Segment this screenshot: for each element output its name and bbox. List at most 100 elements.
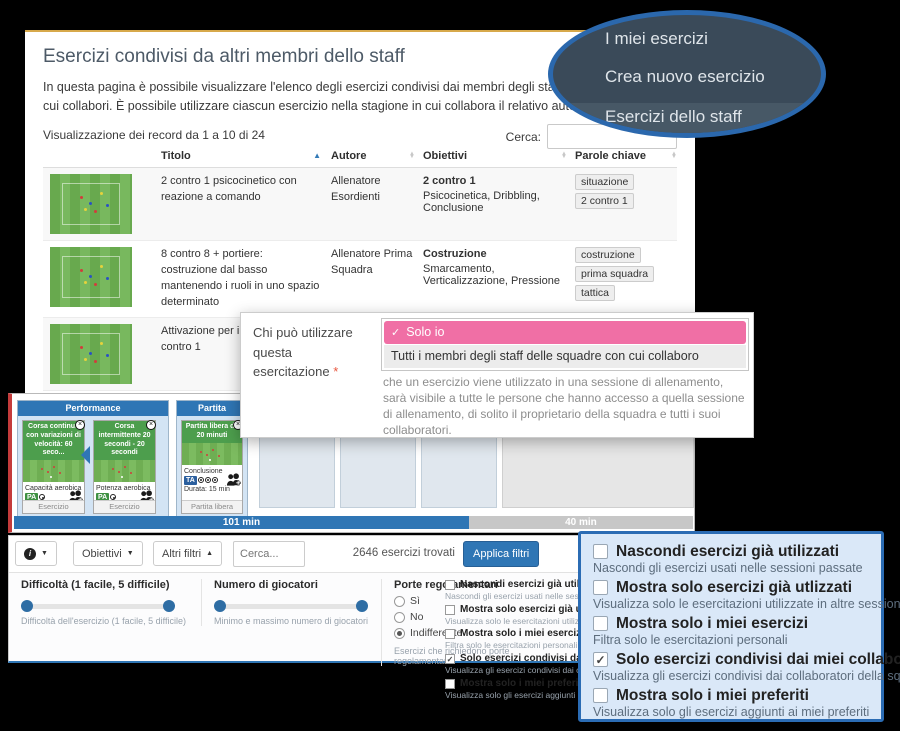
exercise-card[interactable]: Corsa intermittente 20 secondi - 20 seco…	[93, 420, 156, 514]
sort-both-icon[interactable]: ▲▼	[561, 150, 567, 160]
checkbox-icon[interactable]: ✓	[445, 653, 455, 664]
objectives-filter-button[interactable]: Obiettivi ▼	[73, 541, 143, 566]
select-option-tutti[interactable]: Tutti i membri degli staff delle squadre…	[384, 345, 746, 368]
checkbox-icon[interactable]	[445, 580, 455, 590]
menu-item-i-miei-esercizi[interactable]: I miei esercizi	[605, 29, 708, 48]
menu-item-crea-nuovo-esercizio[interactable]: Crea nuovo esercizio	[605, 67, 765, 86]
keyword-tag: prima squadra	[575, 266, 655, 282]
sort-both-icon[interactable]: ▲▼	[671, 150, 677, 160]
radio-icon[interactable]	[394, 627, 405, 639]
table-header-row: Titolo ▲ Autore ▲▼ Obiettivi ▲▼ Parole c…	[43, 150, 677, 168]
exercise-visibility-filters: Nascondi esercizi già utilizzati Nascond…	[437, 579, 687, 702]
column-header-obiettivi[interactable]: Obiettivi ▲▼	[423, 150, 567, 162]
objective-primary: 2 contro 1	[423, 175, 476, 187]
filter-checkbox-item[interactable]: Mostra solo i miei preferiti Visualizza …	[593, 687, 870, 720]
apply-filters-button[interactable]: Applica filtri	[463, 541, 540, 567]
filter-checkbox-item[interactable]: Mostra solo i miei preferiti Visualizza …	[445, 677, 633, 700]
exercise-thumbnail	[50, 174, 132, 234]
exercise-card[interactable]: Partita libera da 20 minuti × Conclusion…	[181, 420, 243, 514]
check-icon: ✓	[391, 327, 401, 339]
radio-icon[interactable]	[394, 611, 405, 623]
group-title: Performance	[18, 401, 168, 416]
checkbox-icon[interactable]	[593, 688, 608, 704]
filter-checkbox-item[interactable]: Mostra solo esercizi già utlizzati Visua…	[593, 579, 900, 612]
filter-checkbox-item[interactable]: Nascondi esercizi già utilizzati Nascond…	[593, 543, 863, 576]
difficulty-slider[interactable]	[21, 600, 175, 612]
table-row[interactable]: 2 contro 1 psicocinetico con reazione a …	[43, 168, 677, 241]
share-permission-label: Chi può utilizzare questa esercitazione …	[253, 325, 353, 379]
keyword-tag: costruzione	[575, 247, 641, 263]
free-minutes-segment: 40 min	[565, 517, 597, 528]
players-slider[interactable]	[214, 600, 368, 612]
exercise-author: Allenatore Esordienti	[331, 175, 381, 203]
intensity-badge: PA	[25, 493, 39, 503]
other-filters-button[interactable]: Altri filtri ▲	[153, 541, 223, 566]
intensity-badge: PA	[96, 493, 110, 503]
chevron-up-icon: ▲	[206, 550, 214, 557]
field-image	[182, 442, 242, 465]
checkbox-icon[interactable]	[593, 580, 608, 596]
checkbox-icon[interactable]	[445, 678, 455, 689]
radio-icon[interactable]	[394, 595, 405, 607]
exercise-thumbnail	[50, 323, 132, 384]
checkbox-icon[interactable]	[593, 544, 608, 560]
checkbox-icon[interactable]	[445, 604, 455, 615]
slider-handle-max[interactable]	[356, 600, 368, 612]
checkbox-icon[interactable]	[445, 629, 455, 640]
field-image	[94, 460, 155, 482]
filter-search-input[interactable]	[233, 541, 305, 567]
exercise-group-partita: Partita Partita libera da 20 minuti × Co…	[176, 400, 248, 518]
slider-handle-min[interactable]	[214, 600, 226, 612]
card-title: Corsa continua con variazioni di velocit…	[23, 421, 84, 460]
chevron-down-icon: ▼	[126, 550, 134, 557]
group-title: Partita	[177, 401, 247, 416]
radio-option-no[interactable]: No	[394, 611, 531, 623]
exercise-author: Allenatore Prima Squadra	[331, 248, 413, 276]
intensity-badge: TA	[184, 475, 197, 485]
close-icon[interactable]: ×	[75, 420, 85, 430]
filters-zoom-popover: Nascondi esercizi già utilizzati Nascond…	[578, 531, 900, 722]
results-count: 2646 esercizi trovati	[352, 547, 455, 559]
filter-checkbox-item[interactable]: Nascondi esercizi già utilizzati Nascond…	[445, 579, 629, 601]
card-title: Corsa intermittente 20 secondi - 20 seco…	[94, 421, 155, 460]
objective-secondary: Smarcamento, Verticalizzazione, Pression…	[423, 262, 560, 287]
filter-checkbox-item[interactable]: ✓Solo esercizi condivisi dai miei collab…	[593, 651, 900, 684]
session-duration-bar: 101 min 40 min	[14, 516, 693, 529]
soccer-ball-icon	[110, 494, 117, 501]
card-objective: Conclusione	[184, 467, 223, 475]
soccer-ball-icon	[197, 476, 204, 483]
exercises-context-menu: I miei esercizi Crea nuovo esercizio Ese…	[548, 10, 826, 138]
search-label: Cerca:	[505, 129, 541, 144]
card-type-label: Esercizio	[23, 500, 84, 513]
swap-left-arrow-icon[interactable]	[81, 446, 90, 464]
keyword-tag: tattica	[575, 285, 616, 301]
keyword-tag: 2 contro 1	[575, 193, 634, 209]
table-row[interactable]: 8 contro 8 + portiere: costruzione dal b…	[43, 241, 677, 318]
info-icon: i	[24, 547, 36, 560]
slider-handle-max[interactable]	[163, 600, 175, 612]
exercise-card[interactable]: Corsa continua con variazioni di velocit…	[22, 420, 85, 514]
filter-checkbox-item[interactable]: Mostra solo i miei esercizi Filtra solo …	[593, 615, 809, 648]
filter-checkbox-item[interactable]: Mostra solo i miei esercizi Filtra solo …	[445, 628, 584, 651]
card-objective: Capacità aerobica	[25, 485, 82, 492]
sort-both-icon[interactable]: ▲▼	[409, 150, 415, 160]
column-header-autore[interactable]: Autore ▲▼	[331, 150, 415, 162]
column-header-titolo[interactable]: Titolo ▲	[161, 150, 321, 162]
filter-checkbox-item[interactable]: Mostra solo esercizi già utlizzati Visua…	[445, 603, 657, 626]
radio-option-si[interactable]: Sì	[394, 595, 531, 607]
card-duration: Durata: 15 min	[184, 485, 230, 493]
info-dropdown-button[interactable]: i ▼	[15, 541, 57, 566]
exercise-title: 8 contro 8 + portiere: costruzione dal b…	[161, 248, 320, 308]
checkbox-icon[interactable]: ✓	[593, 652, 608, 668]
select-option-solo-io[interactable]: ✓Solo io	[384, 321, 746, 344]
column-header-parole-chiave[interactable]: Parole chiave ▲▼	[575, 150, 677, 162]
players-filter: Numero di giocatori Minimo e massimo num…	[201, 579, 369, 626]
slider-handle-min[interactable]	[21, 600, 33, 612]
close-icon[interactable]: ×	[146, 420, 156, 430]
menu-item-esercizi-dello-staff[interactable]: Esercizi dello staff	[605, 107, 742, 126]
checkbox-icon[interactable]	[593, 616, 608, 632]
visibility-select[interactable]: ✓Solo io Tutti i membri degli staff dell…	[381, 318, 749, 371]
objective-primary: Costruzione	[423, 248, 487, 260]
filter-checkbox-item[interactable]: ✓Solo esercizi condivisi dai miei collab…	[445, 652, 676, 675]
sort-asc-icon[interactable]: ▲	[313, 150, 321, 160]
